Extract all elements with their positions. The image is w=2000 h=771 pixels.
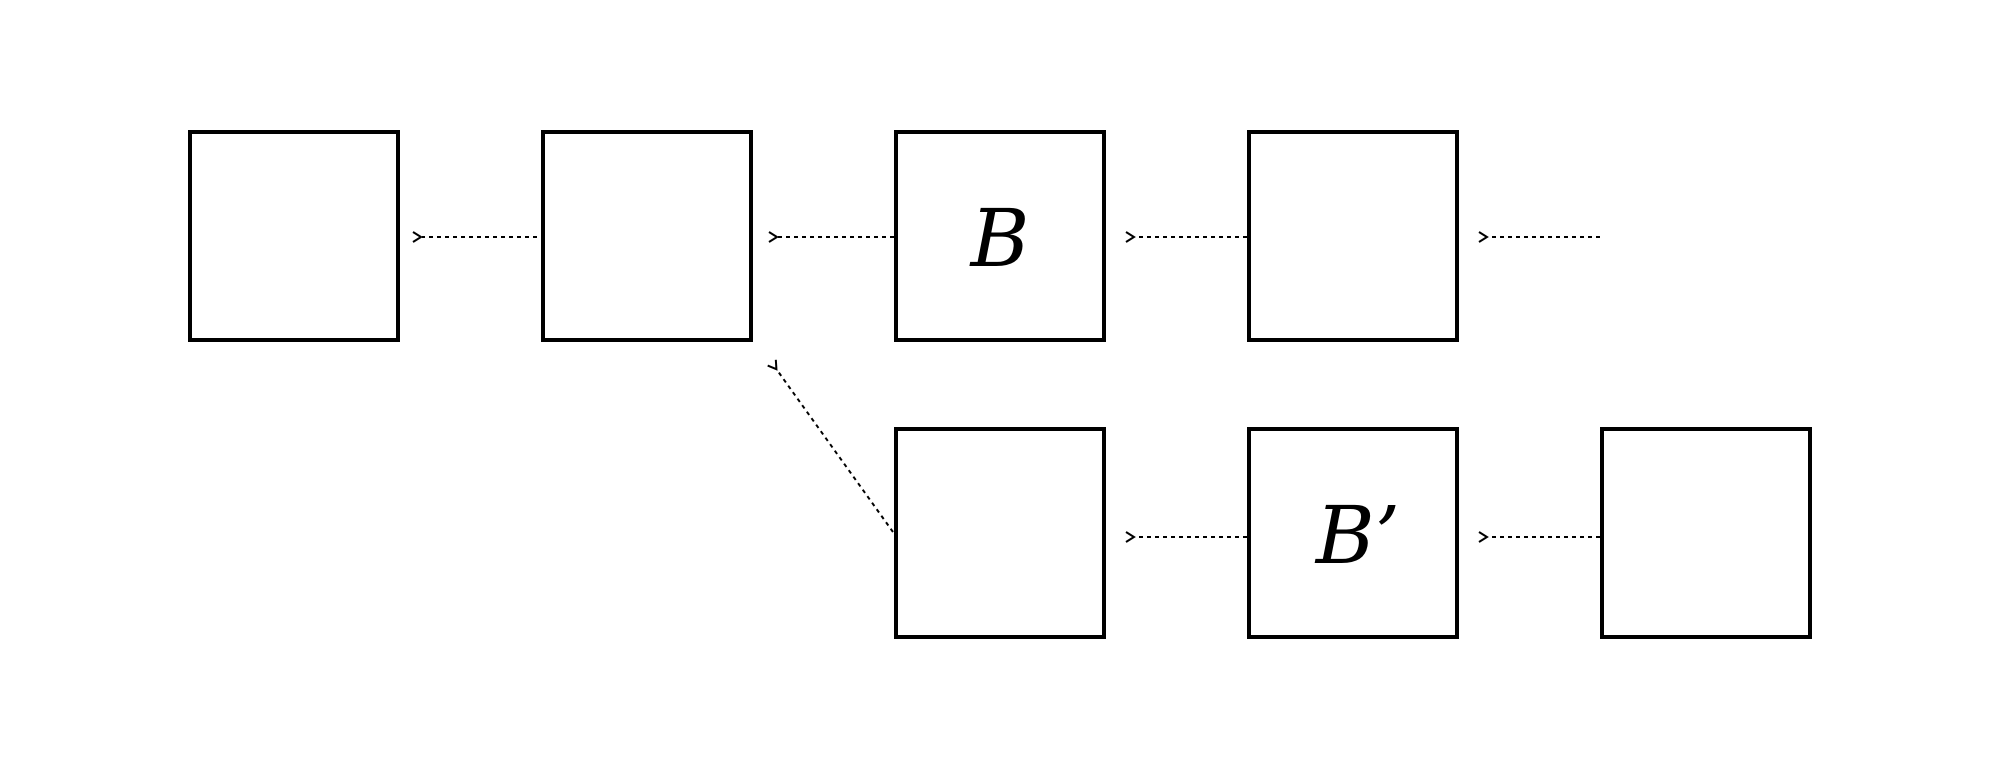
block-fork-2-label: B’: [1314, 489, 1400, 582]
block-main-1: [188, 130, 400, 342]
block-main-3-label: B: [969, 192, 1030, 285]
block-fork-2: [1247, 427, 1459, 639]
block-main-3: [894, 130, 1106, 342]
block-fork-1: [894, 427, 1106, 639]
block-fork-3: [1600, 427, 1812, 639]
blocks-group: [188, 130, 1812, 639]
block-main-4: [1247, 130, 1459, 342]
links-group: [412, 231, 1600, 543]
link-fork-1-to-main-2: [767, 359, 894, 533]
block-main-2: [541, 130, 753, 342]
